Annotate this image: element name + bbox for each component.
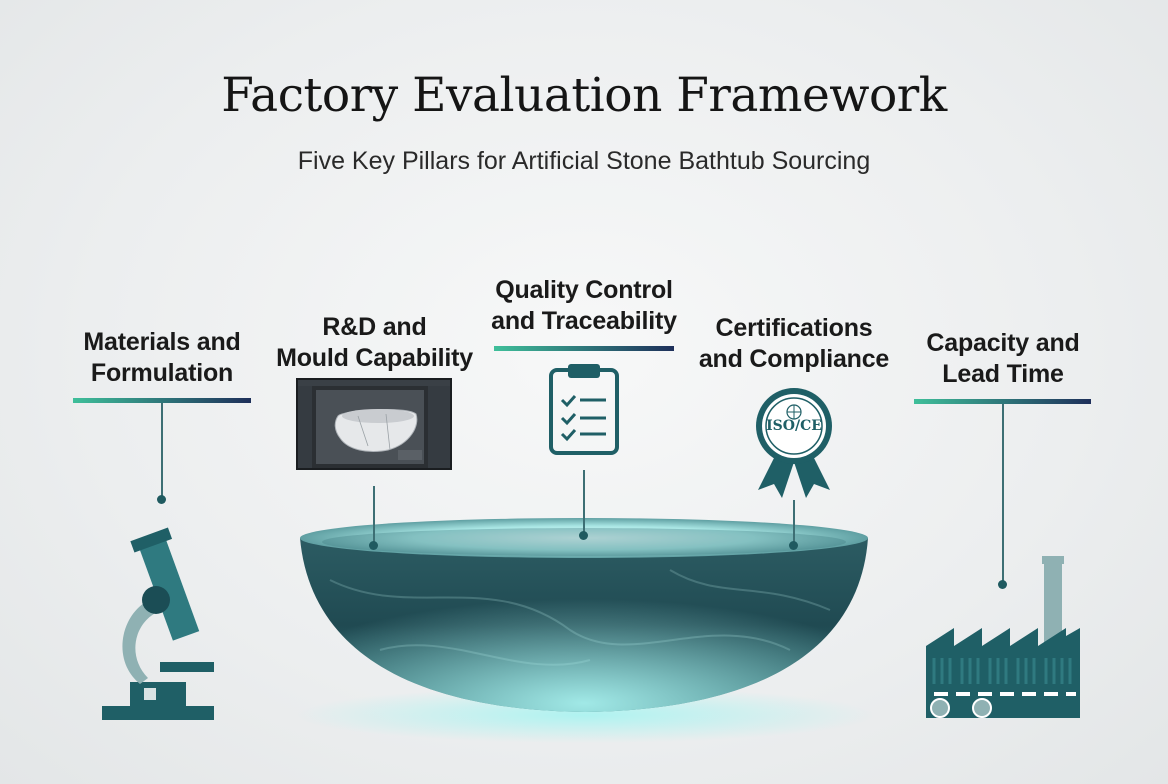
pillar-certs-dot <box>789 541 798 550</box>
pillar-rnd-line1: R&D and <box>322 313 427 341</box>
pillar-rnd-label: R&D and Mould Capability <box>262 312 487 374</box>
pillar-certs-connector <box>793 500 795 546</box>
cad-screen-icon <box>296 378 452 470</box>
pillar-rnd-dot <box>369 541 378 550</box>
pillar-rnd-connector <box>373 486 375 544</box>
pillar-rnd-line2: Mould Capability <box>276 344 473 372</box>
pillar-quality-line2: and Traceability <box>491 307 677 335</box>
clipboard-checklist-icon <box>549 364 619 455</box>
bathtub-illustration <box>295 518 875 743</box>
pillar-certs-line1: Certifications <box>715 314 873 342</box>
pillar-capacity-connector <box>1002 404 1004 582</box>
pillar-materials-line1: Materials and <box>83 328 241 356</box>
pillar-materials-connector <box>161 403 163 497</box>
pillar-quality-bar <box>494 346 674 351</box>
certification-badge-icon: ISO/CE <box>750 386 838 498</box>
pillar-capacity-label: Capacity and Lead Time <box>894 328 1112 390</box>
factory-icon <box>926 556 1080 718</box>
pillar-capacity-dot <box>998 580 1007 589</box>
pillar-quality-label: Quality Control and Traceability <box>474 275 694 337</box>
pillar-capacity-bar <box>914 399 1091 404</box>
pillar-capacity-line1: Capacity and <box>926 329 1080 357</box>
pillar-materials-label: Materials and Formulation <box>52 327 272 389</box>
pillar-quality-line1: Quality Control <box>495 276 673 304</box>
pillar-quality-connector <box>583 470 585 536</box>
badge-text: ISO/CE <box>766 418 822 434</box>
microscope-icon <box>102 527 214 720</box>
pillar-materials-bar <box>73 398 251 403</box>
page-title: Factory Evaluation Framework <box>221 68 947 123</box>
pillar-certs-label: Certifications and Compliance <box>683 313 905 375</box>
pillar-certs-line2: and Compliance <box>698 345 890 373</box>
pillar-materials-dot <box>157 495 166 504</box>
pillar-capacity-line2: Lead Time <box>942 360 1064 388</box>
pillar-materials-line2: Formulation <box>90 359 234 387</box>
page-subtitle: Five Key Pillars for Artificial Stone Ba… <box>297 147 871 175</box>
pillar-quality-dot <box>579 531 588 540</box>
